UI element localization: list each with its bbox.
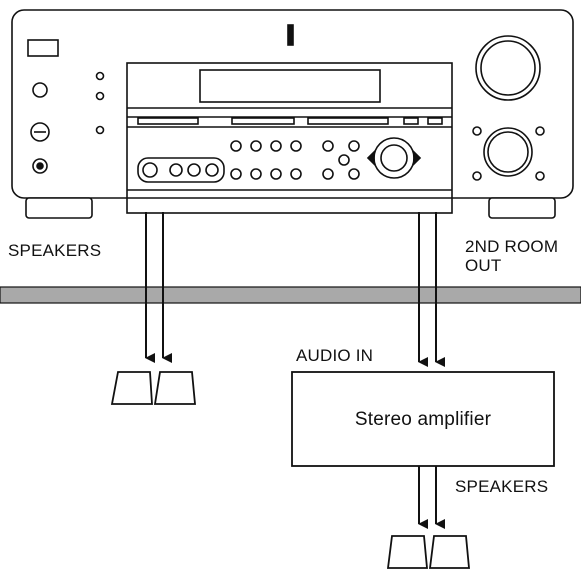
amp-speaker-cables — [418, 466, 445, 529]
second-room-label-line2: OUT — [465, 256, 502, 275]
receiver-foot-left — [25, 197, 93, 219]
speakers-label-left: SPEAKERS — [8, 241, 102, 260]
speakers-right — [386, 535, 470, 569]
second-room-label-line1: 2ND ROOM — [465, 237, 559, 256]
power-knob — [32, 82, 48, 98]
stereo-amplifier-box — [291, 371, 555, 467]
receiver-foot-right — [488, 197, 556, 219]
speaker-left-2 — [153, 371, 196, 405]
audio-in-label: AUDIO IN — [296, 346, 374, 365]
second-room-out-label: 2ND ROOM OUT — [465, 237, 558, 275]
wall-band — [0, 286, 581, 304]
display-window — [199, 69, 381, 103]
speaker-right-1 — [386, 535, 428, 569]
speakers-label-right: SPEAKERS — [455, 477, 549, 496]
stereo-amplifier-label: Stereo amplifier — [354, 408, 492, 430]
speaker-cables-left — [145, 212, 172, 363]
speaker-right-2 — [428, 535, 470, 569]
logo-mark — [287, 24, 294, 46]
speakers-left — [110, 371, 196, 405]
control-buttons — [230, 140, 360, 180]
second-room-cables — [418, 212, 445, 367]
speaker-left-1 — [110, 371, 153, 405]
power-indicator — [27, 39, 59, 57]
av-receiver — [11, 9, 574, 219]
